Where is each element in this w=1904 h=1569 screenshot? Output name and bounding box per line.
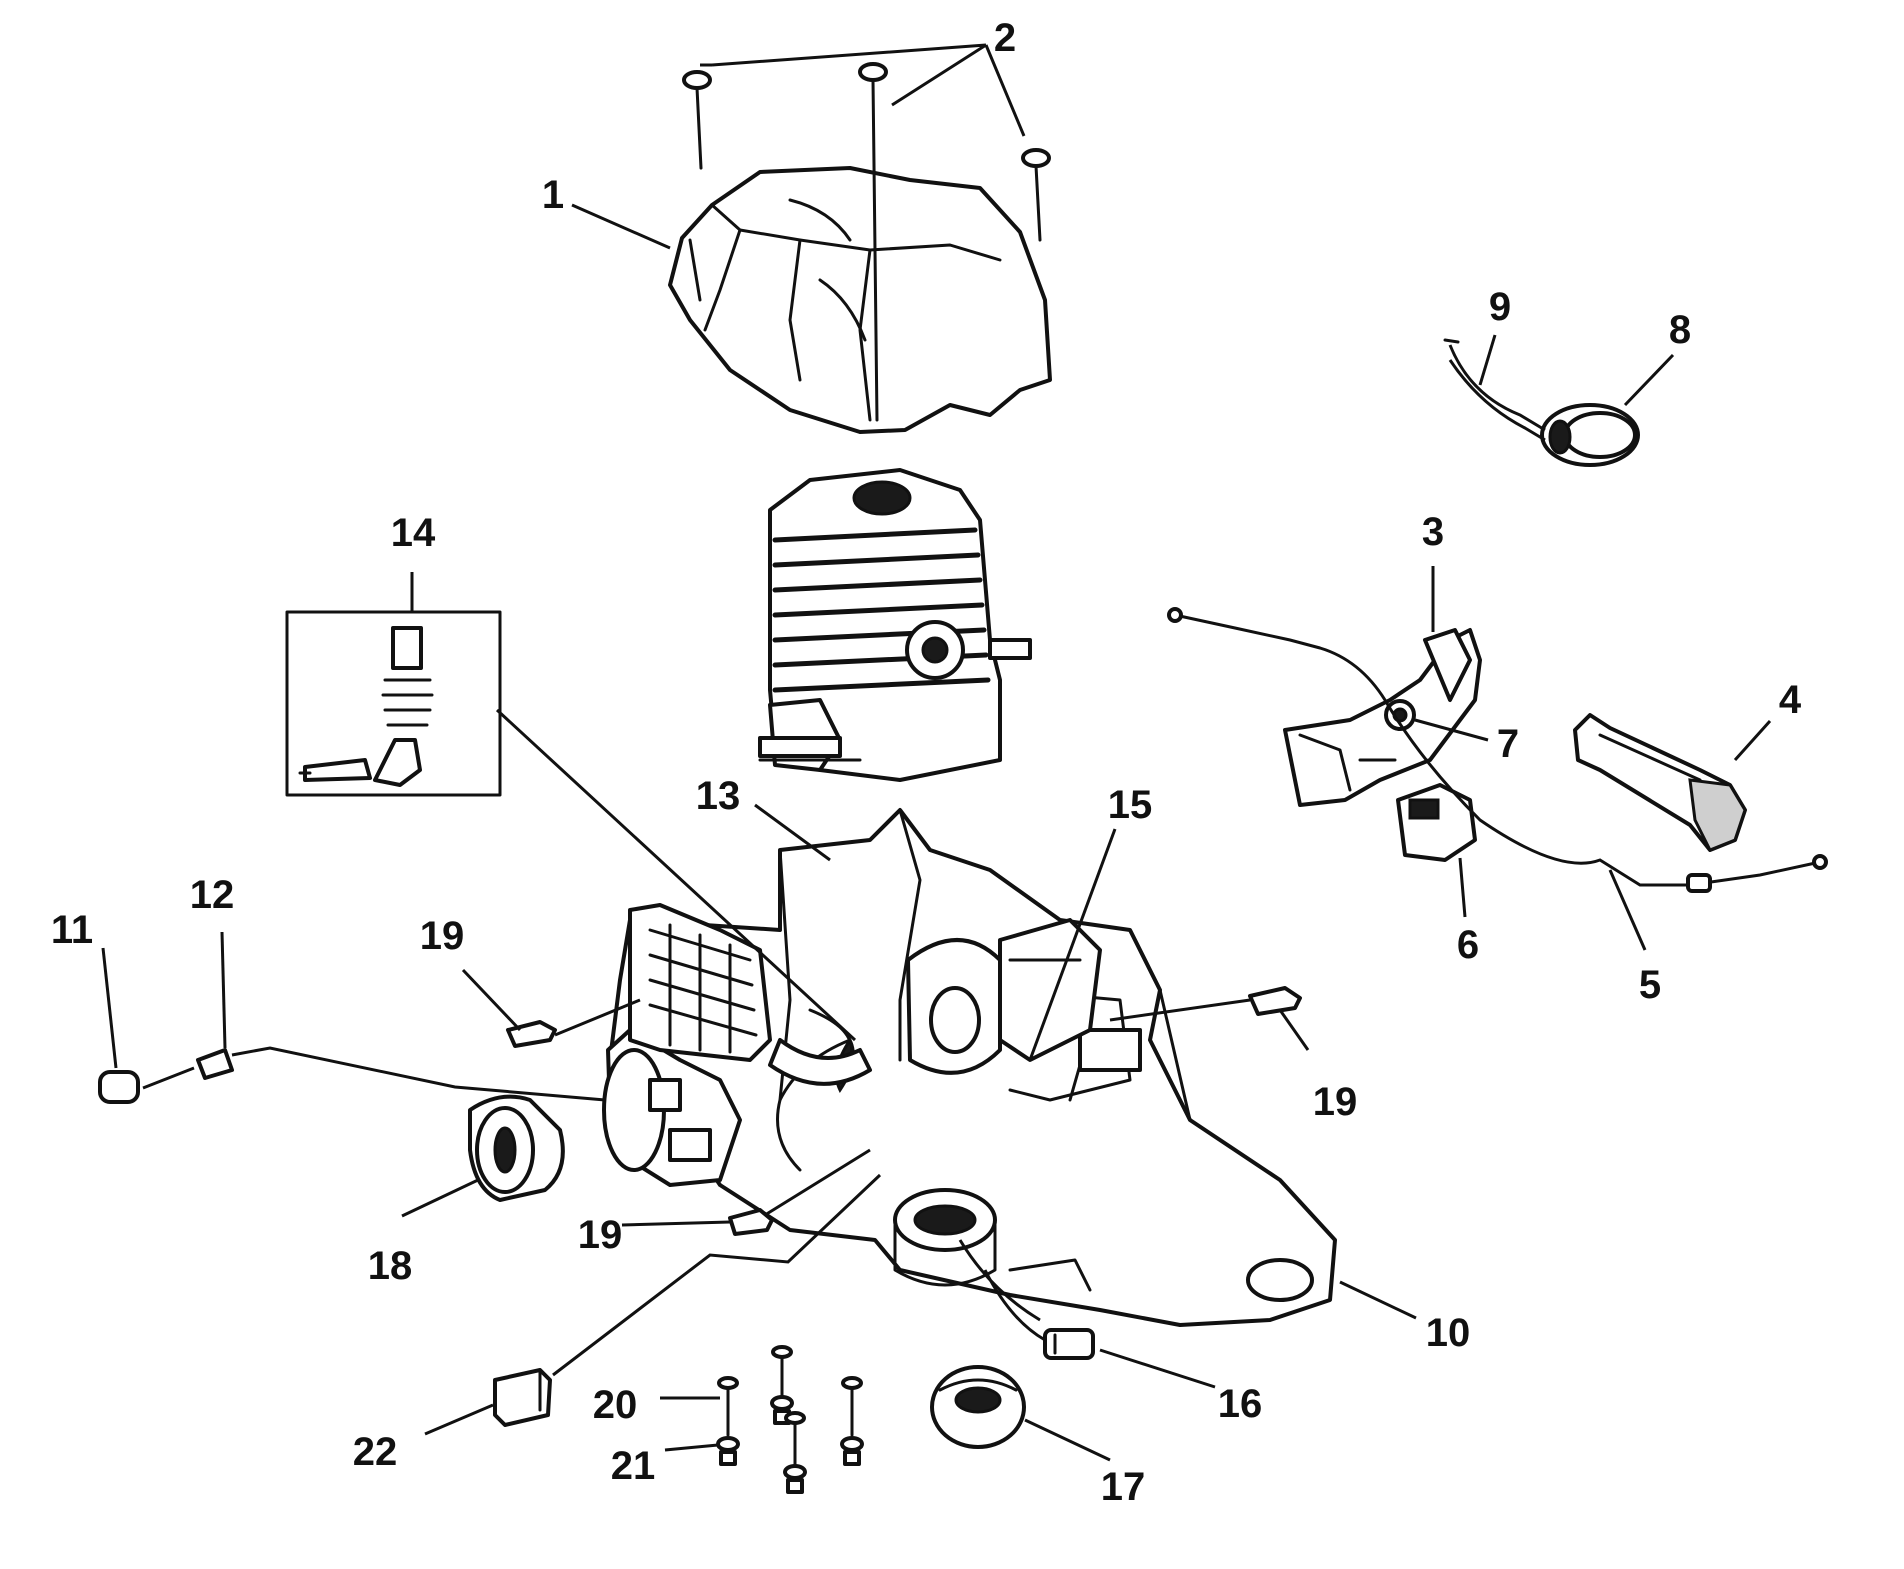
callout-7: 7 bbox=[1497, 722, 1519, 766]
leader-lines bbox=[101, 43, 1772, 1462]
callout-11: 11 bbox=[51, 908, 93, 952]
clip-19-right bbox=[1248, 986, 1302, 1016]
callout-5: 5 bbox=[1639, 963, 1661, 1007]
callout-19-bottom: 19 bbox=[578, 1213, 623, 1257]
callout-2: 2 bbox=[994, 16, 1016, 60]
callout-3: 3 bbox=[1422, 510, 1444, 554]
callout-15: 15 bbox=[1108, 783, 1153, 827]
filter-housing-left bbox=[602, 1028, 742, 1187]
callout-20: 20 bbox=[593, 1383, 638, 1427]
switch-6 bbox=[1396, 783, 1477, 862]
callout-19-right: 19 bbox=[1313, 1080, 1358, 1124]
bolt-b bbox=[770, 1345, 794, 1425]
bolt-d bbox=[840, 1376, 864, 1466]
switch-housing-3 bbox=[1283, 628, 1482, 807]
filter-16 bbox=[983, 1269, 1095, 1360]
main-housing bbox=[608, 808, 1337, 1327]
callout-8: 8 bbox=[1669, 308, 1691, 352]
screw-a bbox=[682, 70, 712, 170]
callout-4: 4 bbox=[1779, 678, 1802, 722]
callout-10: 10 bbox=[1426, 1311, 1471, 1355]
callout-1: 1 bbox=[542, 173, 564, 217]
wire-12 bbox=[196, 1046, 606, 1102]
callout-17: 17 bbox=[1101, 1465, 1146, 1509]
callout-13: 13 bbox=[696, 774, 741, 818]
callout-12: 12 bbox=[190, 873, 235, 917]
bolts-20-21 bbox=[716, 1345, 864, 1494]
filler-neck bbox=[893, 1188, 1041, 1322]
oil-pump-18 bbox=[468, 1094, 565, 1202]
block-22 bbox=[493, 1368, 552, 1427]
cylinder-cover bbox=[668, 166, 1052, 434]
primer-bulb-8 bbox=[1540, 403, 1640, 467]
tank-cap-17 bbox=[930, 1365, 1026, 1449]
housing-part-15 bbox=[998, 918, 1102, 1062]
grill-panel bbox=[628, 903, 772, 1062]
knob-11 bbox=[98, 1070, 140, 1104]
callout-22: 22 bbox=[353, 1430, 398, 1474]
screw-b bbox=[858, 62, 888, 422]
bolt-a bbox=[716, 1376, 740, 1466]
cover-screws bbox=[682, 62, 1051, 422]
callout-16: 16 bbox=[1218, 1382, 1263, 1426]
screw-c bbox=[1021, 148, 1051, 242]
primer-wire-9 bbox=[1443, 338, 1546, 442]
fuel-line-inset bbox=[285, 610, 502, 797]
callout-14: 14 bbox=[391, 511, 436, 555]
callout-19-left: 19 bbox=[420, 914, 465, 958]
callout-9: 9 bbox=[1489, 285, 1511, 329]
wire-5 bbox=[1167, 607, 1828, 893]
callout-18: 18 bbox=[368, 1244, 413, 1288]
bolt-c bbox=[783, 1411, 807, 1494]
callout-labels: 1 2 3 4 5 6 7 8 9 10 11 12 13 14 15 16 1… bbox=[51, 16, 1802, 1509]
callout-21: 21 bbox=[611, 1444, 656, 1488]
callout-6: 6 bbox=[1457, 923, 1479, 967]
engine-cylinder bbox=[758, 468, 1032, 782]
clip-19-bottom bbox=[728, 1208, 774, 1236]
trigger-4 bbox=[1573, 713, 1747, 852]
